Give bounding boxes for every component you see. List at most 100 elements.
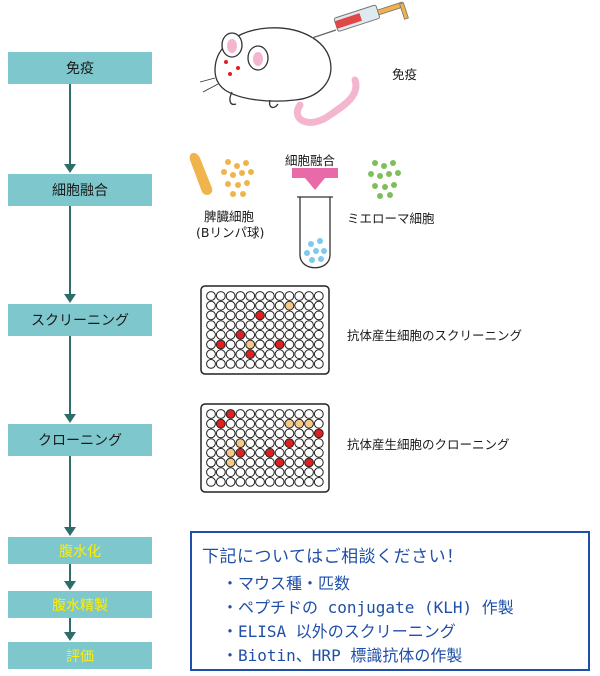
plate-well — [304, 428, 314, 439]
plate-well — [294, 339, 305, 350]
plate-well — [206, 349, 216, 360]
plate-well — [274, 320, 285, 331]
plate-well — [313, 359, 324, 369]
plate-well — [284, 291, 295, 301]
plate-well — [284, 438, 295, 449]
plate-well — [304, 329, 314, 340]
plate-well — [304, 457, 314, 468]
plate-well — [274, 339, 285, 350]
plate-well — [284, 457, 295, 468]
plate-well — [313, 409, 324, 419]
plate-well — [274, 409, 285, 419]
plate-well — [255, 428, 265, 439]
plate-well — [274, 428, 285, 439]
plate-well — [215, 457, 226, 468]
note-item: ・ペプチドの conjugate (KLH) 作製 — [222, 598, 514, 617]
plate-well — [313, 291, 324, 301]
plate-well — [274, 329, 285, 340]
step-label: 細胞融合 — [52, 183, 108, 199]
plate-well — [255, 329, 265, 340]
plate-well — [245, 320, 256, 331]
step-label: スクリーニング — [31, 313, 129, 329]
plate-well — [304, 438, 314, 449]
plate-well — [294, 291, 305, 301]
plate-well — [294, 457, 305, 468]
myeloma-label: ミエローマ細胞 — [347, 211, 435, 226]
plate-well — [264, 349, 275, 360]
plate-well — [313, 320, 324, 331]
plate-well — [294, 447, 305, 458]
step-cell-fusion: 細胞融合 — [8, 174, 152, 206]
plate-well — [215, 418, 226, 429]
plate-well — [255, 349, 265, 360]
plate-well — [304, 339, 314, 350]
plate-well — [304, 467, 314, 478]
plate-well — [206, 300, 216, 311]
plate-well — [206, 310, 216, 321]
plate-well — [255, 467, 265, 478]
plate-well — [206, 291, 216, 301]
mouse-icon — [199, 27, 360, 126]
plate-well — [264, 438, 275, 449]
plate-well — [245, 310, 256, 321]
plate-well — [206, 457, 216, 468]
plate-well — [304, 349, 314, 360]
plate-well — [304, 291, 314, 301]
plate-well — [274, 359, 285, 369]
step-screening: スクリーニング — [8, 304, 152, 336]
plate-well — [235, 300, 246, 311]
spleen-icon — [189, 152, 213, 195]
plate-well — [264, 477, 275, 487]
plate-well — [284, 409, 295, 419]
plate-well — [313, 457, 324, 468]
plate-well — [284, 477, 295, 487]
plate-well — [294, 320, 305, 331]
plate-well — [255, 359, 265, 369]
plate-well — [294, 438, 305, 449]
plate-well — [245, 418, 256, 429]
spleen-cells — [221, 159, 254, 197]
plate-well — [294, 329, 305, 340]
plate-well — [206, 447, 216, 458]
plate-well — [284, 300, 295, 311]
plate-well — [284, 349, 295, 360]
plate-well — [245, 438, 256, 449]
plate-well — [225, 477, 236, 487]
step-evaluation: 評価 — [8, 642, 152, 669]
plate-well — [304, 418, 314, 429]
fusion-label: 細胞融合 — [285, 153, 336, 168]
plate-well — [264, 320, 275, 331]
plate-well — [304, 300, 314, 311]
screening-label: 抗体産生細胞のスクリーニング — [347, 328, 523, 343]
plate-well — [274, 349, 285, 360]
plate-well — [304, 477, 314, 487]
plate-well — [215, 409, 226, 419]
step-ascites-purification: 腹水精製 — [8, 591, 152, 618]
plate-well — [245, 467, 256, 478]
plate-well — [264, 329, 275, 340]
plate-well — [245, 339, 256, 350]
note-item: ・マウス種・匹数 — [222, 574, 351, 593]
plate-well — [225, 438, 236, 449]
step-cloning: クローニング — [8, 424, 152, 456]
plate-well — [284, 339, 295, 350]
plate-well — [245, 477, 256, 487]
plate-well — [215, 359, 226, 369]
plate-well — [313, 438, 324, 449]
cloning-plate — [200, 403, 330, 493]
plate-well — [264, 418, 275, 429]
plate-well — [274, 418, 285, 429]
plate-well — [313, 310, 324, 321]
plate-well — [255, 457, 265, 468]
plate-well — [206, 320, 216, 331]
plate-well — [274, 457, 285, 468]
plate-well — [313, 329, 324, 340]
plate-well — [206, 418, 216, 429]
plate-well — [215, 349, 226, 360]
note-item: ・ELISA 以外のスクリーニング — [222, 622, 456, 641]
plate-well — [255, 310, 265, 321]
plate-well — [225, 359, 236, 369]
spleen-cells-label: 脾臓細胞 — [204, 209, 255, 224]
plate-well — [313, 477, 324, 487]
